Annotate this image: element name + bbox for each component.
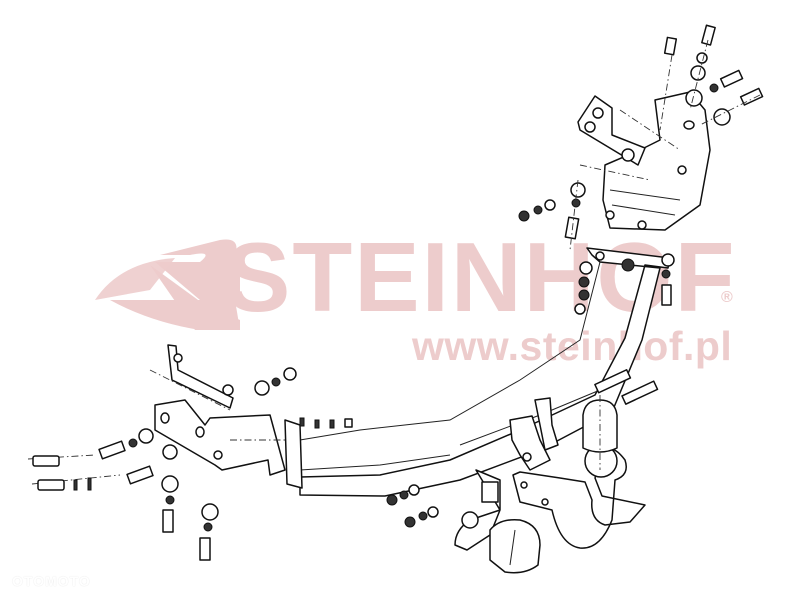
socket-fasteners: [386, 484, 439, 528]
left-bolts: [32, 367, 297, 561]
ball-cover: [582, 395, 618, 470]
right-mounting-bracket: [577, 91, 711, 231]
watermark-text: OTOMOTO: [12, 573, 91, 589]
electrical-socket: [489, 518, 541, 574]
tow-ball-neck: [512, 444, 646, 549]
socket-plate: [454, 469, 501, 551]
cross-beam: [284, 247, 671, 497]
left-mounting-bracket: [27, 344, 286, 485]
beam-fasteners: [574, 253, 675, 405]
beam-lugs: [509, 397, 559, 471]
right-bolts: [518, 24, 764, 251]
